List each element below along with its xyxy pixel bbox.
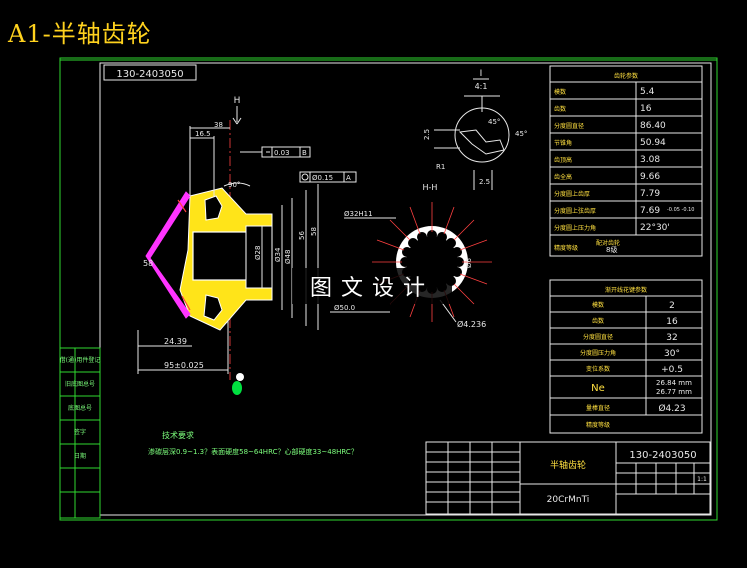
dim-d5: Ø48	[284, 250, 292, 264]
dim-d10: 58	[310, 227, 318, 236]
drawing-number-top: 130-2403050	[116, 69, 183, 80]
sp-label-6: 量棒直径	[586, 404, 610, 412]
strip-0: 借(通)用件登记	[60, 356, 101, 364]
spline-s3: Ø6	[465, 257, 473, 268]
gp-value-1: 16	[640, 104, 652, 114]
tech-req-title: 技术要求	[162, 430, 194, 440]
detail-scale: 4:1	[475, 82, 488, 91]
tol1-ref: B	[302, 149, 307, 157]
page-title: A1-半轴齿轮	[8, 20, 152, 48]
spline-section-view: H-H Ø32H11 Ø6 Ø4.236	[344, 183, 492, 329]
spline-param-header: 渐开线花键参数	[605, 286, 647, 294]
tech-requirements: 技术要求 渗碳层深0.9~1.3？表面硬度58~64HRC？心部硬度33~48H…	[148, 430, 358, 456]
tech-req-text: 渗碳层深0.9~1.3？表面硬度58~64HRC？心部硬度33~48HRC？	[148, 447, 358, 456]
gp-label-9: 配对齿轮	[596, 239, 620, 247]
watermark: 图文设计	[292, 268, 452, 304]
dim-d7: Ø34	[274, 247, 282, 262]
gp-value-3: 50.94	[640, 138, 666, 148]
tb-material: 20CrMnTi	[547, 495, 590, 505]
sp-value-4: +0.5	[661, 365, 683, 375]
sp-value-6: Ø4.23	[658, 403, 685, 414]
gp-label-8: 分度圆上压力角	[554, 224, 596, 232]
sp-label-2: 分度圆直径	[583, 333, 613, 341]
tol2-value: Ø0.15	[312, 174, 333, 182]
detail-label: I	[480, 69, 483, 79]
sp-label-1: 齿数	[592, 317, 604, 325]
gp-label-2: 分度圆直径	[554, 122, 584, 130]
gp-note-7: -0.05 -0.10	[667, 207, 694, 213]
gp-label-10: 精度等级	[554, 244, 578, 252]
detail-a4: 2.5	[479, 178, 490, 186]
strip-1: 旧底图总号	[65, 380, 95, 388]
detail-view: I 4:1 45° 45° 2.5 2.5 R1	[423, 69, 527, 190]
strip-2: 底图总号	[68, 404, 92, 412]
gp-label-6: 分度圆上齿厚	[554, 190, 590, 198]
sp-value-5b: 26.77 mm	[656, 388, 692, 396]
sp-value-3: 30°	[664, 349, 680, 359]
section-hh-label: H-H	[423, 183, 438, 192]
sp-label-5: Ne	[591, 383, 605, 394]
dim-d12: Ø50.0	[334, 304, 355, 312]
spline-param-table: 渐开线花键参数 模数 齿数 分度圆直径 分度圆压力角 变位系数 Ne 量棒直径 …	[549, 279, 703, 434]
gp-label-4: 齿顶高	[554, 156, 572, 164]
dim-d9: 56	[298, 231, 306, 240]
sp-value-5: 26.84 mm	[656, 379, 692, 387]
gp-label-3: 节锥角	[554, 139, 572, 147]
gp-value-10: 8级	[606, 245, 617, 254]
sp-label-7: 精度等级	[586, 421, 610, 429]
detail-a5: R1	[436, 163, 445, 171]
gp-value-7: 7.69	[640, 206, 660, 216]
watermark-text: 图文设计	[309, 276, 434, 301]
detail-a1: 2.5	[423, 129, 431, 140]
gp-value-0: 5.4	[640, 87, 655, 97]
dim-d2: 38	[214, 121, 223, 129]
main-section-view: H 16.5 38 0.03 B Ø0.15	[137, 96, 390, 395]
strip-4: 日期	[74, 452, 86, 460]
gp-value-5: 9.66	[640, 172, 660, 182]
gear-param-table: 齿轮参数 模数 齿数 分度圆直径 节锥角 齿顶高 齿全高 分度圆上齿厚 分度圆上…	[549, 65, 703, 257]
sp-label-4: 变位系数	[586, 365, 610, 373]
strip-3: 签字	[74, 428, 86, 436]
dim-d1: 16.5	[195, 130, 211, 138]
spline-s2: Ø4.236	[457, 319, 486, 329]
dim-angle: 90°	[228, 181, 240, 189]
left-strip: 借(通)用件登记 旧底图总号 底图总号 签字 日期	[59, 347, 101, 519]
dim-d11: 95±0.025	[164, 361, 204, 370]
drawing-number-box	[103, 64, 197, 81]
gp-value-6: 7.79	[640, 189, 660, 199]
sp-label-3: 分度圆压力角	[580, 349, 616, 357]
dim-d3: 58	[143, 259, 153, 268]
sp-value-0: 2	[669, 301, 675, 311]
detail-a3: 45°	[515, 130, 527, 138]
outer-border	[59, 57, 718, 521]
dim-d4: 24.39	[164, 337, 187, 346]
spline-s1: Ø32H11	[344, 210, 373, 218]
dim-d6: Ø28	[254, 246, 262, 260]
tol2-ref: A	[346, 174, 351, 182]
tb-part-name: 半轴齿轮	[550, 459, 586, 471]
gp-value-2: 86.40	[640, 121, 666, 131]
gp-label-0: 模数	[554, 88, 566, 96]
section-label-h: H	[234, 96, 241, 106]
gear-param-header: 齿轮参数	[614, 72, 638, 80]
gp-label-7: 分度圆上弦齿厚	[554, 207, 596, 215]
gp-label-1: 齿数	[554, 105, 566, 113]
gp-label-5: 齿全高	[554, 173, 572, 181]
tb-scale: 1:1	[697, 476, 707, 483]
title-block: 半轴齿轮 130-2403050 20CrMnTi 1:1	[425, 441, 711, 515]
sp-value-2: 32	[666, 333, 677, 343]
detail-a2: 45°	[488, 118, 500, 126]
gp-value-8: 22°30'	[640, 223, 670, 233]
sp-value-1: 16	[666, 317, 678, 327]
gp-value-4: 3.08	[640, 155, 660, 165]
sp-label-0: 模数	[592, 301, 604, 309]
tb-drawing-no: 130-2403050	[629, 450, 696, 461]
tol1-value: 0.03	[274, 149, 290, 157]
inner-border	[99, 62, 712, 516]
